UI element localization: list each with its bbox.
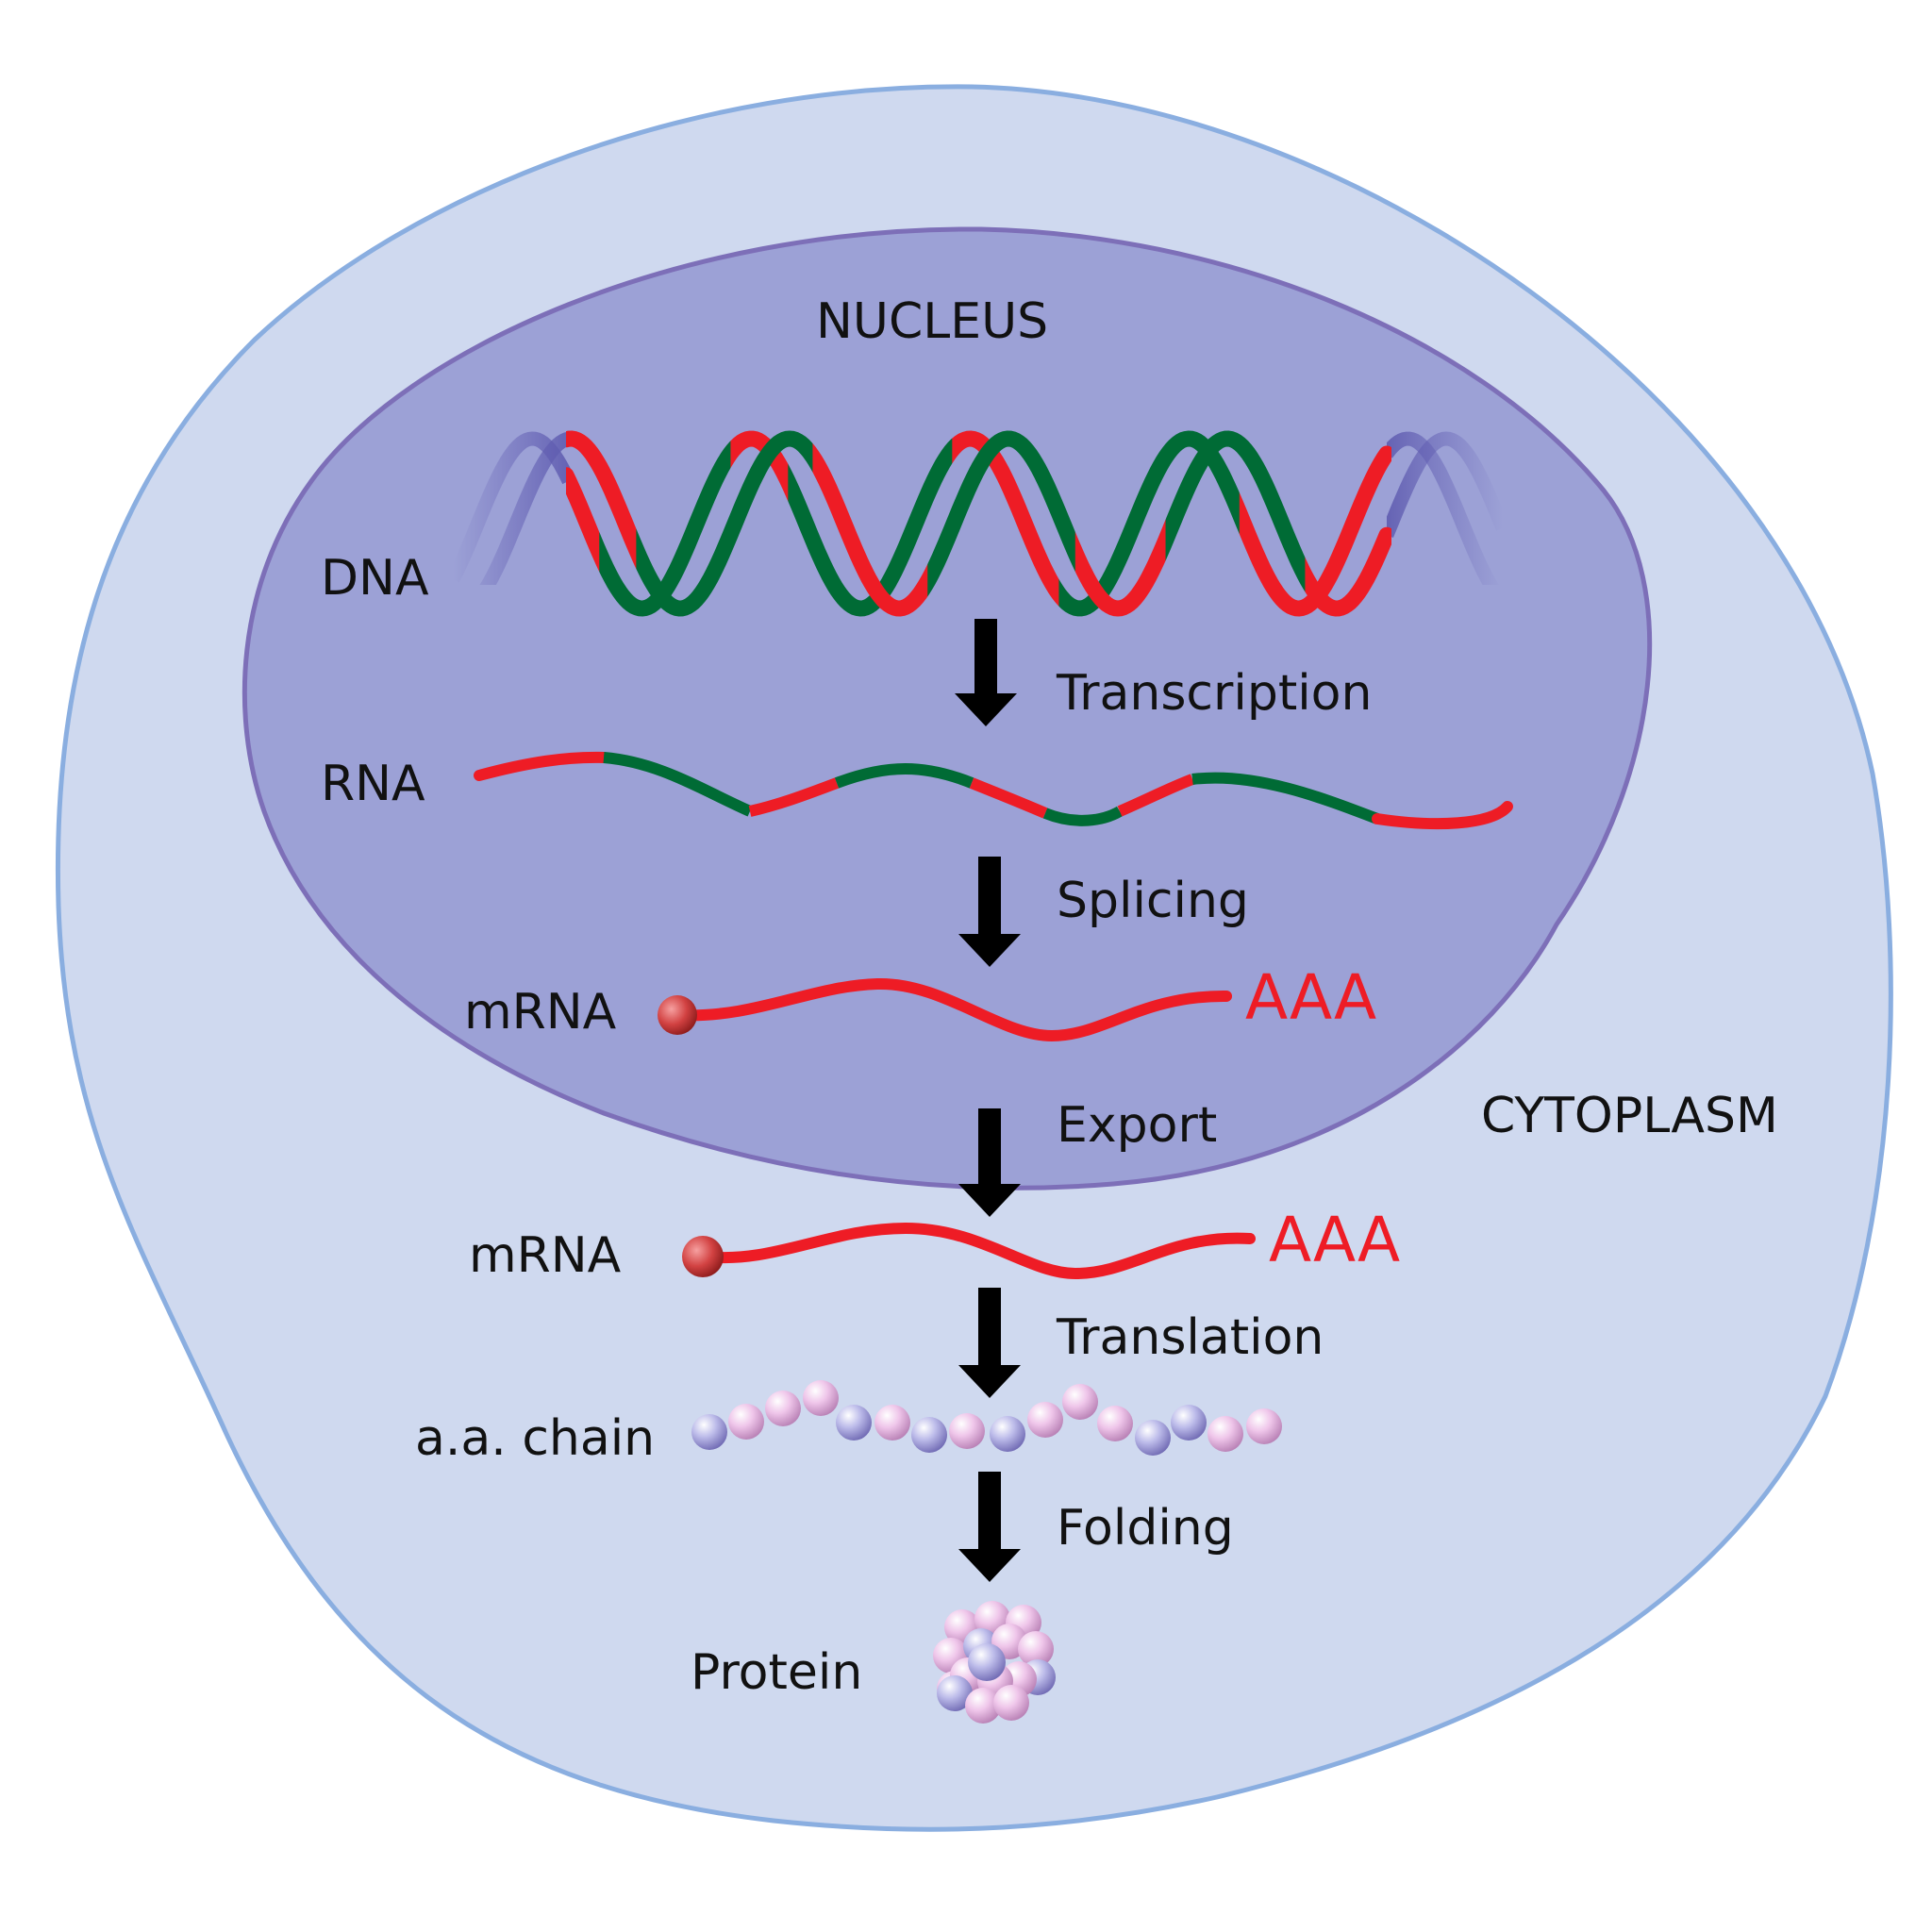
arrow-splicing [958, 857, 1021, 967]
arrow-export [958, 1108, 1021, 1217]
cytoplasm-label: CYTOPLASM [1481, 1088, 1778, 1144]
mrna-nuclear: AAA [658, 961, 1376, 1042]
arrow-transcription [955, 619, 1017, 726]
rna-segment-5 [969, 777, 1048, 819]
aa-bead [911, 1417, 947, 1453]
protein-bead [1018, 1631, 1054, 1667]
aa-bead [728, 1404, 764, 1440]
arrow-translation [958, 1288, 1021, 1398]
protein-label: Protein [691, 1644, 862, 1701]
mrna-nuclear-cap [658, 995, 697, 1035]
polya-tail-nuclear: AAA [1245, 961, 1376, 1034]
aa-bead [803, 1380, 839, 1416]
process-arrows [955, 619, 1021, 1582]
aa-bead [1208, 1416, 1243, 1452]
mrna-cytoplasm: AAA [682, 1204, 1400, 1280]
protein-bead [965, 1688, 1001, 1724]
mrna-nuclear-strand [674, 977, 1232, 1042]
aa-bead [1135, 1420, 1171, 1456]
rna-segment-1 [474, 751, 609, 781]
aa-bead [990, 1416, 1025, 1452]
rna-segment-8 [1191, 772, 1380, 824]
aa-bead [836, 1405, 872, 1441]
dna-strand-2 [566, 430, 1391, 617]
protein-bead [968, 1643, 1006, 1681]
protein-bead [993, 1685, 1029, 1721]
aa-bead [1027, 1402, 1063, 1438]
dna-strand-1 [566, 430, 1391, 617]
rna-segment-7 [1117, 774, 1195, 817]
rna-segment-9 [1372, 801, 1513, 830]
mrna-cytoplasm-cap [682, 1236, 724, 1277]
splicing-label: Splicing [1057, 873, 1249, 929]
export-label: Export [1057, 1097, 1217, 1154]
mrna-nuclear-label: mRNA [464, 984, 617, 1041]
dna-label: DNA [321, 550, 429, 607]
aa-bead [1062, 1384, 1098, 1420]
protein-bead [937, 1675, 973, 1711]
aa-bead [1246, 1408, 1282, 1444]
rna-segment-2 [603, 752, 753, 817]
folding-label: Folding [1057, 1500, 1234, 1557]
mrna-cytoplasm-label: mRNA [469, 1227, 622, 1284]
rna-label: RNA [321, 756, 425, 812]
nucleus-label: NUCLEUS [816, 293, 1048, 350]
dna-strand-fade-right-b [1387, 431, 1500, 585]
translation-label: Translation [1056, 1309, 1324, 1366]
rna-segment-6 [1042, 806, 1124, 826]
dna-strand-fade-right-a [1387, 431, 1505, 539]
aa-bead [1097, 1406, 1133, 1441]
dna-strand-fade-left-b [453, 431, 571, 583]
arrow-folding [958, 1472, 1021, 1582]
rna-segment-4 [834, 763, 974, 789]
polya-tail-cytoplasm: AAA [1269, 1204, 1400, 1276]
rna-strand [474, 751, 1513, 830]
aa-bead [765, 1391, 801, 1426]
aa-bead [691, 1414, 727, 1450]
aa-chain-beads [691, 1380, 1282, 1456]
transcription-label: Transcription [1056, 665, 1372, 722]
aa-bead [1171, 1405, 1207, 1441]
mrna-cytoplasm-strand [700, 1222, 1256, 1280]
dna-helix [453, 430, 1505, 617]
rna-segment-3 [748, 777, 840, 817]
aa-chain-label: a.a. chain [415, 1410, 655, 1467]
aa-bead [874, 1405, 910, 1441]
protein-globule [933, 1601, 1056, 1724]
aa-bead [949, 1413, 985, 1449]
